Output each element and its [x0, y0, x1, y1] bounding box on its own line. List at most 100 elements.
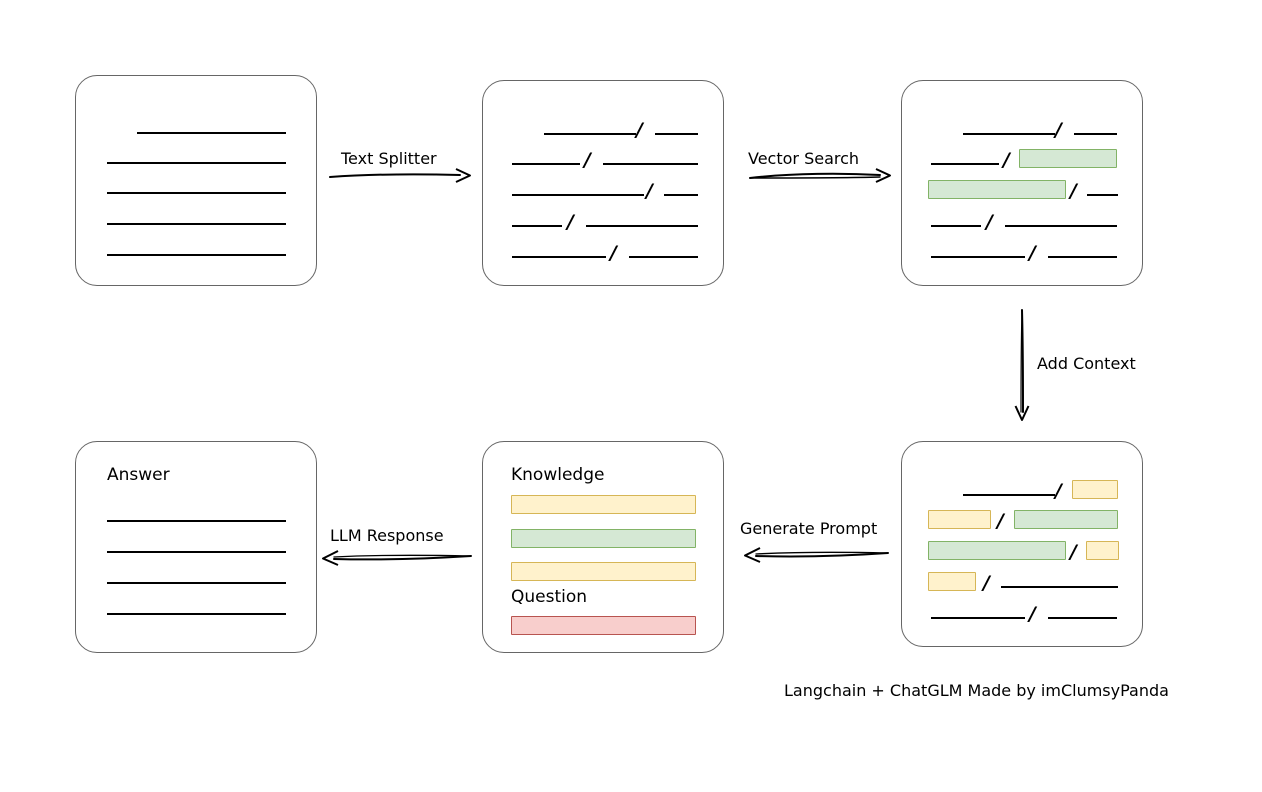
highlight-chip-green: [1014, 510, 1118, 529]
chunk-separator-icon: /: [997, 510, 1004, 532]
chunk-separator-icon: /: [646, 180, 653, 202]
text-line-segment: [107, 520, 286, 522]
chunk-line: /: [902, 205, 1142, 232]
text-line-segment: [1087, 194, 1118, 196]
text-line-segment: [963, 494, 1055, 496]
highlight-chip-yellow: [1072, 480, 1118, 499]
document-line: [76, 172, 316, 194]
chunk-separator-icon: /: [1029, 603, 1036, 625]
chunk-separator-icon: /: [610, 242, 617, 264]
chunk-separator-icon: /: [636, 119, 643, 141]
text-line-segment: [1048, 617, 1117, 619]
highlight-chip-yellow: [511, 495, 696, 514]
text-line-segment: [107, 254, 286, 256]
text-line-segment: [603, 163, 698, 165]
chunk-separator-icon: /: [1055, 480, 1062, 502]
chunk-line: /: [483, 113, 723, 140]
highlight-chip-green: [928, 180, 1066, 199]
text-line-segment: [931, 225, 981, 227]
node-prompt[interactable]: Knowledge Question: [482, 441, 724, 653]
text-line-segment: [137, 132, 286, 134]
chunk-line: /: [902, 504, 1142, 531]
chunk-separator-icon: /: [584, 149, 591, 171]
document-line: [76, 234, 316, 256]
text-line-segment: [512, 163, 580, 165]
text-line-segment: [931, 617, 1025, 619]
text-line-segment: [1048, 256, 1117, 258]
arrow-label-generate-prompt: Generate Prompt: [740, 519, 878, 538]
text-line-segment: [512, 225, 562, 227]
chunk-separator-icon: /: [1070, 180, 1077, 202]
arrow-text-splitter: [329, 168, 471, 183]
node-answer[interactable]: Answer: [75, 441, 317, 653]
node-source-document[interactable]: [75, 75, 317, 286]
answer-line: [76, 593, 316, 615]
text-line-segment: [1001, 586, 1118, 588]
arrow-label-text-splitter: Text Splitter: [341, 149, 437, 168]
chunk-line: /: [483, 236, 723, 263]
footer-credit: Langchain + ChatGLM Made by imClumsyPand…: [784, 681, 1169, 700]
answer-line: [76, 562, 316, 584]
text-line-segment: [931, 256, 1025, 258]
text-line-segment: [107, 223, 286, 225]
node-split-chunks[interactable]: / / / / /: [482, 80, 724, 286]
chunk-line: /: [483, 143, 723, 170]
text-line-segment: [107, 613, 286, 615]
document-line: [76, 142, 316, 164]
arrow-vector-search: [749, 168, 891, 183]
chunk-line: /: [902, 474, 1142, 501]
arrow-generate-prompt: [744, 547, 889, 563]
text-line-segment: [107, 162, 286, 164]
text-line-segment: [931, 163, 999, 165]
chunk-separator-icon: /: [986, 211, 993, 233]
chunk-line: /: [902, 566, 1142, 593]
highlight-chip-yellow: [511, 562, 696, 581]
chunk-line: /: [902, 143, 1142, 170]
text-line-segment: [107, 582, 286, 584]
highlight-chip-green: [511, 529, 696, 548]
chunk-line: /: [902, 113, 1142, 140]
text-line-segment: [1005, 225, 1117, 227]
arrow-add-context: [1014, 309, 1030, 421]
node-context-chunks[interactable]: / / / / /: [901, 441, 1143, 647]
chunk-line: /: [902, 535, 1142, 562]
text-line-segment: [512, 194, 644, 196]
answer-line: [76, 531, 316, 553]
chunk-line: /: [483, 174, 723, 201]
text-line-segment: [963, 133, 1055, 135]
answer-heading: Answer: [107, 465, 170, 485]
text-line-segment: [664, 194, 698, 196]
document-line: [76, 112, 316, 134]
chunk-line: /: [483, 205, 723, 232]
chunk-line: /: [902, 236, 1142, 263]
highlight-chip-green: [928, 541, 1066, 560]
text-line-segment: [1074, 133, 1117, 135]
chunk-separator-icon: /: [1003, 149, 1010, 171]
chunk-line: /: [902, 597, 1142, 624]
highlight-chip-red: [511, 616, 696, 635]
text-line-segment: [655, 133, 698, 135]
highlight-chip-yellow: [1086, 541, 1119, 560]
answer-line: [76, 500, 316, 522]
text-line-segment: [107, 192, 286, 194]
chunk-separator-icon: /: [1055, 119, 1062, 141]
text-line-segment: [544, 133, 636, 135]
arrow-label-add-context: Add Context: [1037, 354, 1136, 373]
text-line-segment: [107, 551, 286, 553]
prompt-knowledge-heading: Knowledge: [511, 465, 605, 485]
highlight-chip-yellow: [928, 572, 976, 591]
arrow-label-llm-response: LLM Response: [330, 526, 444, 545]
text-line-segment: [629, 256, 698, 258]
chunk-separator-icon: /: [1029, 242, 1036, 264]
chunk-line: /: [902, 174, 1142, 201]
text-line-segment: [586, 225, 698, 227]
document-line: [76, 203, 316, 225]
chunk-separator-icon: /: [1070, 541, 1077, 563]
chunk-separator-icon: /: [983, 572, 990, 594]
arrow-label-vector-search: Vector Search: [748, 149, 860, 168]
arrow-llm-response: [322, 550, 472, 566]
text-line-segment: [512, 256, 606, 258]
node-retrieved-chunks[interactable]: / / / / /: [901, 80, 1143, 286]
highlight-chip-green: [1019, 149, 1117, 168]
